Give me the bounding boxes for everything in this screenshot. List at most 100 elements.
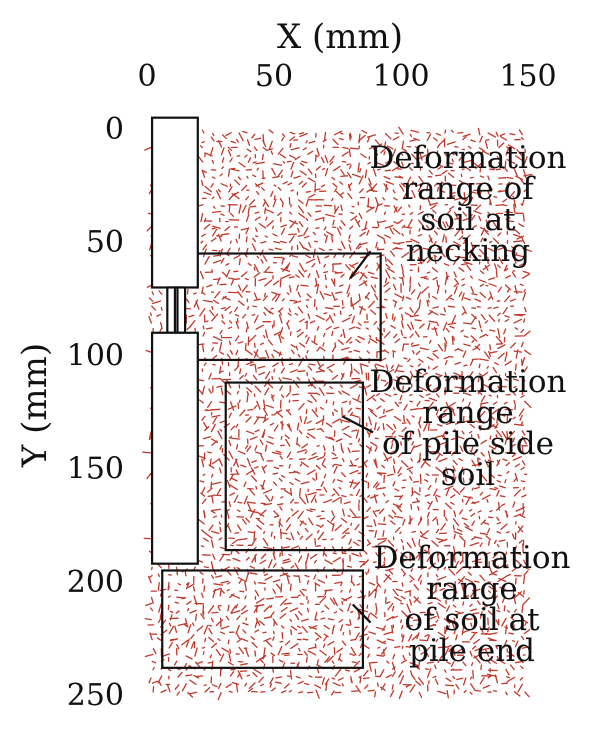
vector-663 <box>262 255 268 262</box>
vector-3011 <box>321 677 325 685</box>
vector-114 <box>507 144 516 150</box>
vector-29 <box>444 129 447 134</box>
vector-562 <box>389 227 394 235</box>
vector-2547 <box>493 595 498 601</box>
vector-2602 <box>211 611 219 614</box>
vector-1361 <box>455 376 463 380</box>
vector-475 <box>314 217 324 221</box>
vector-610 <box>470 242 475 252</box>
vector-1096 <box>497 328 501 339</box>
vector-1309 <box>349 370 352 377</box>
vector-1439 <box>462 390 465 395</box>
vector-1149 <box>299 342 306 348</box>
vector-1294 <box>219 370 224 373</box>
vector-1104 <box>234 335 240 342</box>
vector-2941 <box>473 655 481 664</box>
vector-573 <box>484 230 490 235</box>
vector-2187 <box>285 537 291 541</box>
vector-1770 <box>331 457 339 460</box>
vector-1110 <box>289 331 292 336</box>
vector-866 <box>323 293 332 297</box>
vector-1293 <box>208 372 212 380</box>
vector-342 <box>487 190 490 195</box>
vector-975 <box>156 313 162 317</box>
vector-1393 <box>402 385 404 394</box>
vector-2434 <box>280 583 283 593</box>
vector-3060 <box>364 684 369 690</box>
vector-318 <box>277 186 282 191</box>
vector-1338 <box>264 371 271 380</box>
vector-1946 <box>200 492 206 497</box>
vector-1704 <box>427 445 431 448</box>
vector-708 <box>323 263 326 268</box>
vector-3099 <box>325 682 328 692</box>
vector-167 <box>314 155 317 162</box>
vector-2511 <box>181 596 186 600</box>
vector-2572 <box>329 597 336 605</box>
vector-643 <box>422 247 429 250</box>
vector-2758 <box>416 632 420 640</box>
vector-1602 <box>210 423 216 433</box>
vector-1211 <box>489 350 498 354</box>
vector-205 <box>307 168 313 175</box>
vector-2740 <box>262 631 267 634</box>
vector-941 <box>247 306 249 311</box>
vector-2903 <box>151 660 157 664</box>
vector-1066 <box>235 320 240 330</box>
vector-1682 <box>235 444 239 450</box>
vector-2584 <box>437 602 446 609</box>
vector-2479 <box>289 583 292 592</box>
vector-2779 <box>217 638 221 642</box>
pile-outline <box>150 116 199 565</box>
vector-1651 <box>296 437 299 446</box>
vector-307 <box>520 179 525 184</box>
vector-1067 <box>245 327 248 333</box>
vector-1462 <box>332 401 335 406</box>
vector-2028 <box>247 509 258 514</box>
vector-1995 <box>289 498 295 504</box>
vector-2922 <box>316 659 319 665</box>
vector-146 <box>458 155 463 161</box>
vector-2909 <box>196 661 204 665</box>
vector-860 <box>271 291 280 296</box>
vector-2767 <box>488 632 498 635</box>
vector-262 <box>469 176 474 179</box>
vector-2247 <box>479 542 483 547</box>
vector-526 <box>418 228 421 232</box>
vector-2606 <box>240 609 249 615</box>
vector-2431 <box>253 581 257 585</box>
vector-1607 <box>254 429 260 433</box>
vector-568 <box>441 234 445 243</box>
vector-1477 <box>462 398 465 402</box>
vector-267 <box>515 175 524 181</box>
vector-252 <box>383 175 391 180</box>
vector-1712 <box>494 444 498 450</box>
vector-2762 <box>453 625 458 635</box>
vector-873 <box>384 287 391 293</box>
vector-2267 <box>309 553 318 560</box>
vector-1187 <box>290 349 295 355</box>
vector-354 <box>263 198 270 208</box>
vector-678 <box>389 250 396 257</box>
vector-352 <box>245 195 250 201</box>
vector-1989 <box>237 501 243 504</box>
vector-2207 <box>459 535 465 541</box>
vector-425 <box>211 210 222 214</box>
vector-771 <box>199 270 204 280</box>
vector-1254 <box>203 362 207 366</box>
vector-1024 <box>236 318 239 324</box>
vector-1312 <box>374 364 379 374</box>
vector-3007 <box>286 675 292 678</box>
vector-2351 <box>322 566 326 571</box>
vector-670 <box>324 255 330 259</box>
vector-176 <box>393 161 402 168</box>
vector-2652 <box>263 616 273 619</box>
vector-2032 <box>279 506 283 511</box>
vector-529 <box>442 221 447 229</box>
vector-2072 <box>285 516 291 523</box>
vector-817 <box>264 279 273 287</box>
vector-1720 <box>228 450 234 460</box>
vector-2234 <box>366 542 372 547</box>
vector-2868 <box>228 653 232 662</box>
vector-2796 <box>366 636 370 641</box>
